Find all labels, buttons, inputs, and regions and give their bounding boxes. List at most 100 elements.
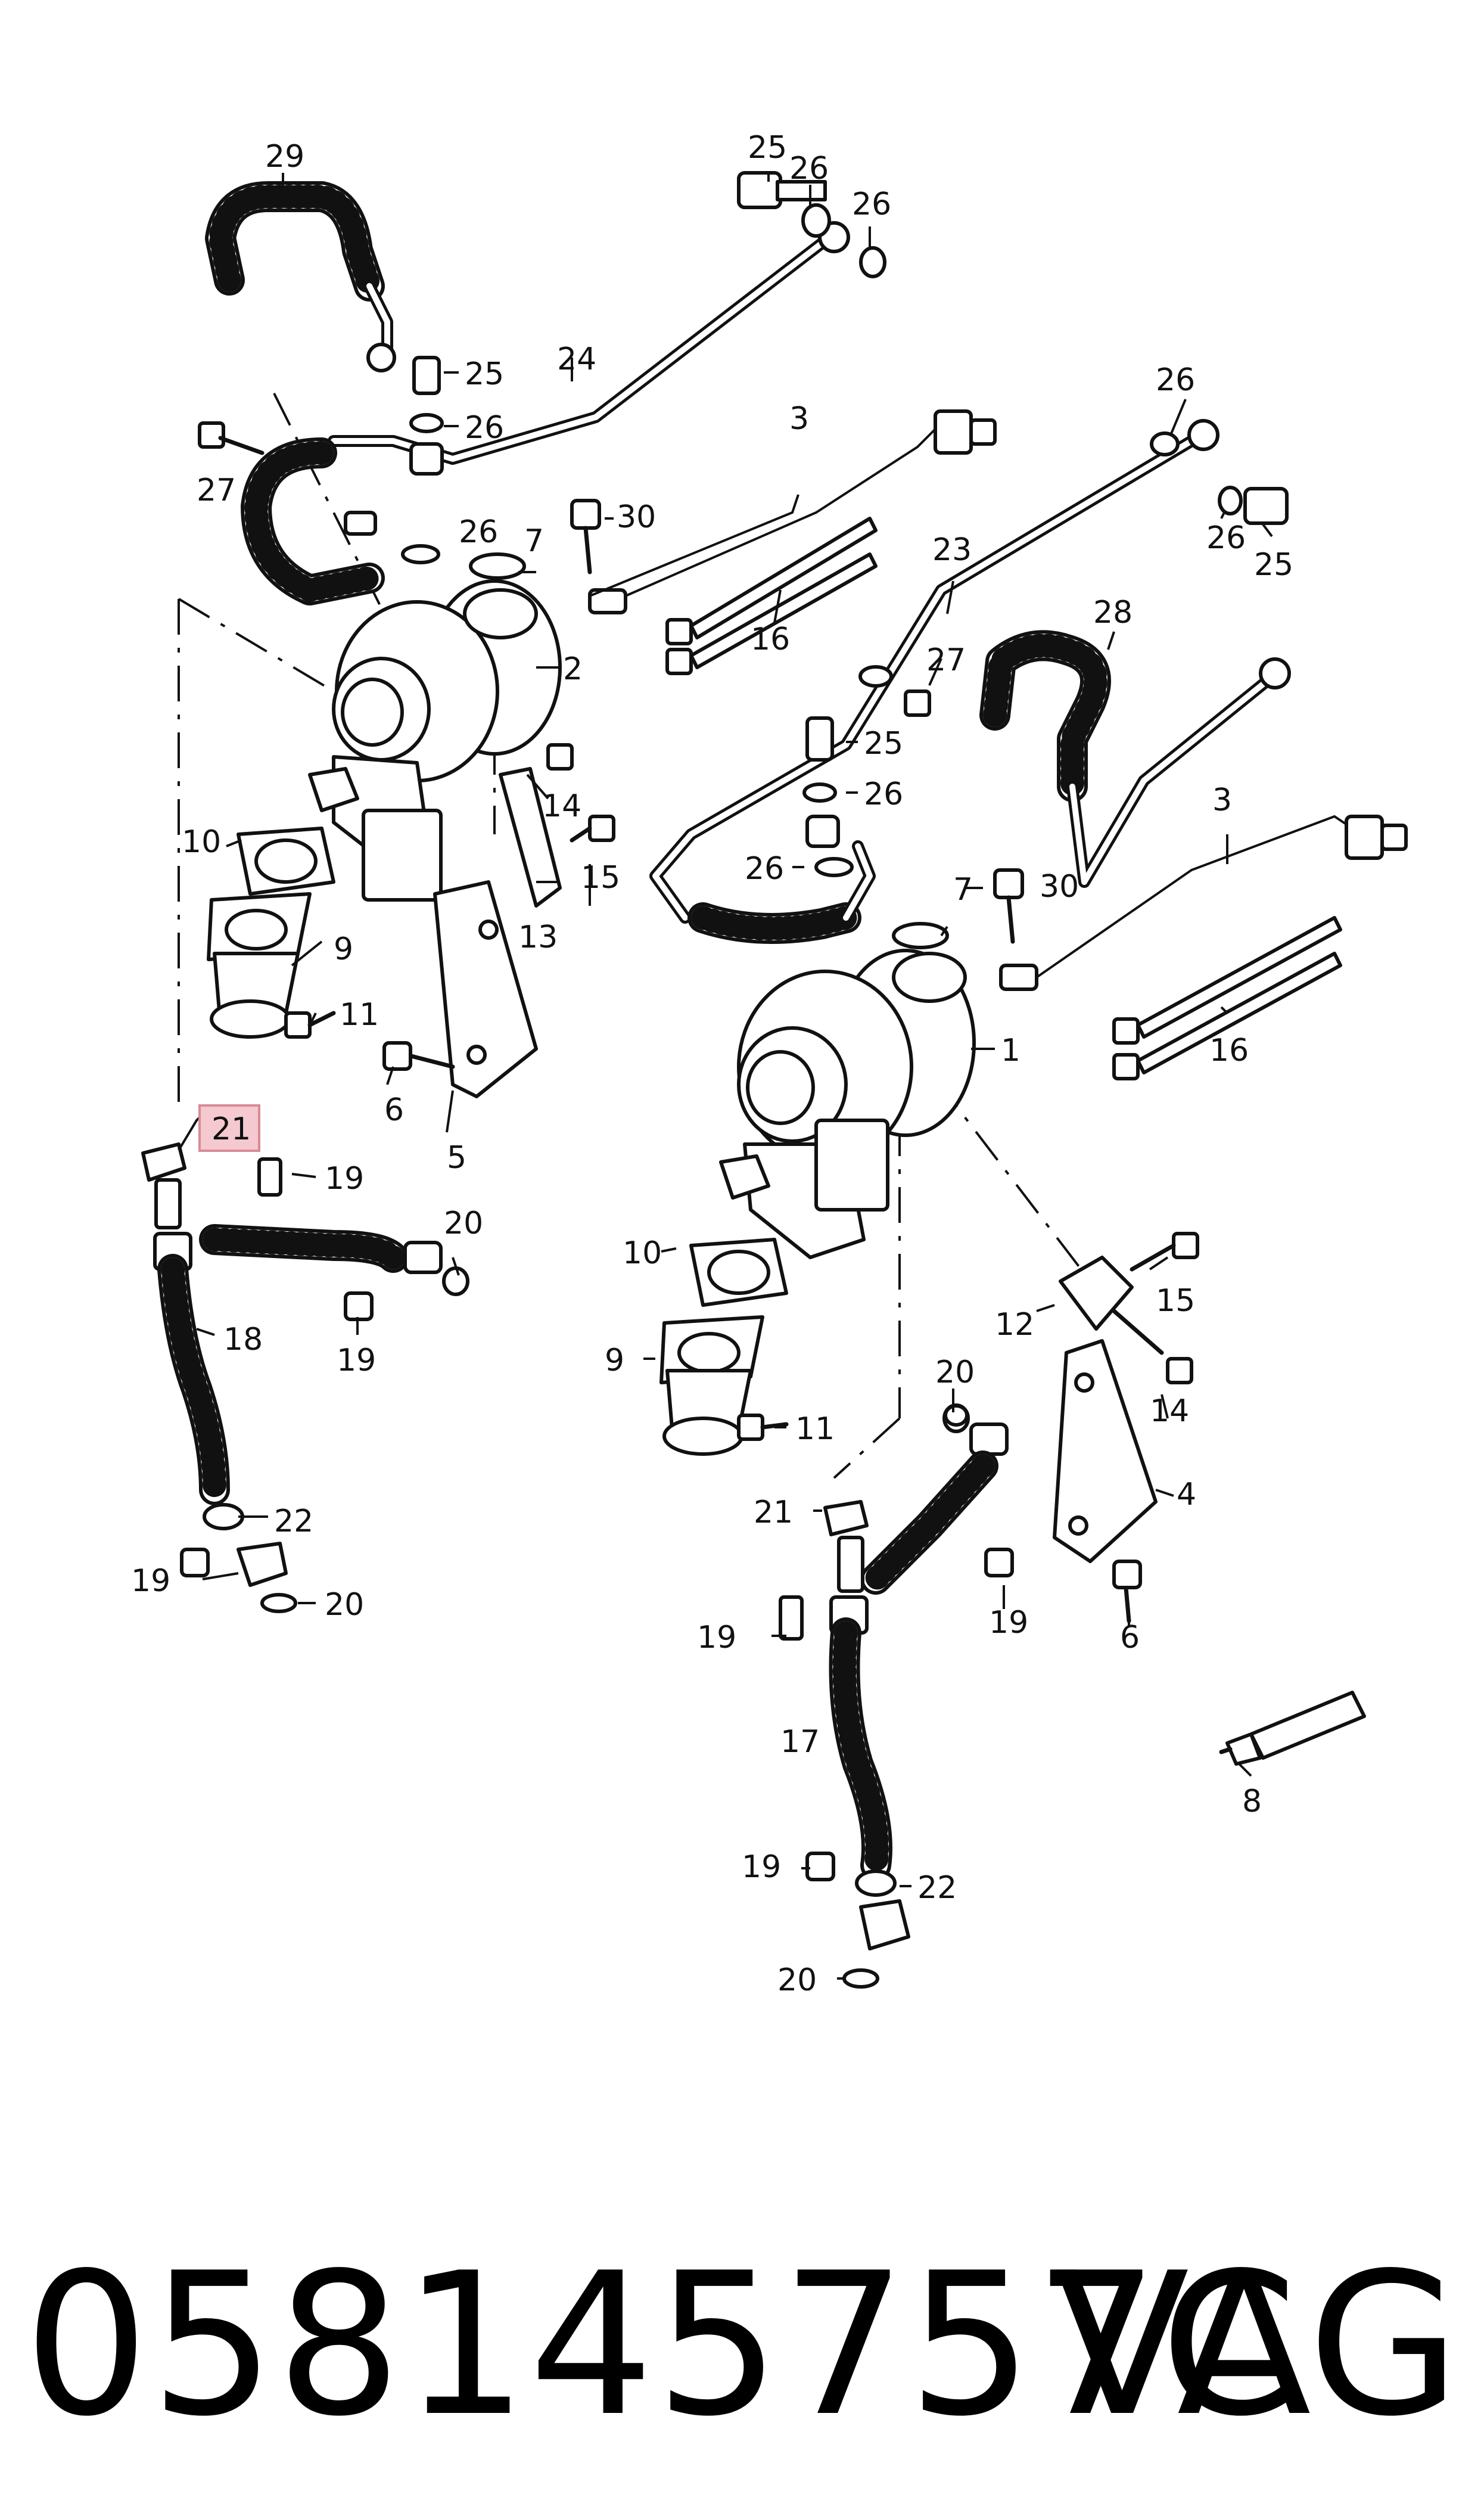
oil-return-hose-18-left	[141, 1142, 469, 1505]
cable-ties-16-left	[665, 517, 878, 675]
callout-29: 29	[265, 139, 304, 175]
callout-26: 26	[852, 187, 891, 222]
callout-27: 27	[197, 473, 236, 508]
callout-7: 7	[524, 523, 544, 559]
temperature-sensor-3-left	[588, 409, 997, 614]
oil-feed-hose-29	[205, 181, 396, 372]
exploded-parts-diagram: 29 25 26 26 24 25 26 27 26 7 30 3 16 2 1…	[131, 130, 1408, 1998]
callout-27: 27	[926, 642, 966, 678]
bolt-6-right	[1112, 1560, 1142, 1623]
gasket-10-right	[689, 1238, 788, 1307]
part-number: 058145757C	[24, 2231, 1299, 2459]
oil-return-hose-17-right	[823, 1403, 1009, 1881]
bracket-4-right	[1053, 1339, 1158, 1563]
callout-24: 24	[557, 341, 596, 377]
callout-7: 7	[953, 872, 973, 908]
callout-6: 6	[1120, 1620, 1140, 1655]
callout-25: 25	[1254, 547, 1293, 583]
callout-26: 26	[459, 514, 498, 550]
brand-label: VAG	[1054, 2231, 1460, 2459]
footer: 058145757C VAG	[0, 2205, 1484, 2485]
leader-lines	[178, 173, 1273, 1980]
callout-30: 30	[1040, 869, 1079, 905]
callout-14: 14	[1150, 1393, 1189, 1429]
oil-fitting-20-22-right	[842, 1404, 969, 1989]
gasket-10-left	[237, 827, 335, 896]
callout-labels: 29 25 26 26 24 25 26 27 26 7 30 3 16 2 1…	[131, 130, 1293, 1998]
callout-28: 28	[1093, 595, 1133, 630]
callout-11: 11	[795, 1411, 835, 1447]
banjo-bolt-25-top	[401, 171, 886, 564]
callout-10: 10	[623, 1235, 662, 1271]
callout-19: 19	[697, 1620, 736, 1655]
callout-25: 25	[748, 130, 787, 166]
callout-16: 16	[751, 622, 790, 657]
callout-20: 20	[444, 1206, 483, 1241]
callout-22: 22	[274, 1504, 313, 1539]
callout-12: 12	[995, 1307, 1034, 1343]
oil-fitting-20-22-left	[203, 1503, 297, 1613]
callout-20: 20	[325, 1587, 364, 1623]
callout-11: 11	[340, 997, 379, 1033]
oil-line-23	[649, 419, 1219, 944]
bolts-19-right	[779, 1548, 1014, 1881]
callout-22: 22	[917, 1870, 957, 1906]
callout-20: 20	[777, 1962, 817, 1998]
callout-20: 20	[935, 1355, 975, 1390]
callout-26: 26	[864, 776, 903, 812]
callout-6: 6	[384, 1092, 404, 1128]
callout-19: 19	[989, 1605, 1028, 1641]
callout-19: 19	[325, 1161, 364, 1197]
bolt-6-left	[382, 1041, 455, 1071]
callout-3: 3	[1212, 782, 1232, 818]
callout-19: 19	[337, 1343, 376, 1378]
temperature-sensor-3-right	[999, 815, 1408, 991]
callout-2: 2	[563, 651, 583, 687]
oil-line-24	[241, 221, 850, 605]
bracket-12-right	[1059, 1256, 1134, 1331]
callout-26: 26	[465, 410, 504, 446]
turbocharger-2	[308, 579, 562, 902]
sealant-tube-8	[1219, 1691, 1366, 1766]
bolts-14-15-left	[546, 743, 615, 843]
callout-9: 9	[334, 931, 353, 967]
callout-5: 5	[447, 1140, 466, 1176]
highlight-box-21	[198, 1104, 260, 1152]
oil-hose-28	[979, 630, 1291, 888]
callout-3: 3	[789, 401, 809, 437]
callout-8: 8	[1242, 1784, 1262, 1819]
o-ring-7-right	[892, 922, 949, 949]
callout-26: 26	[1206, 520, 1246, 556]
bolt-27-right	[858, 665, 931, 717]
callout-25: 25	[465, 356, 504, 392]
callout-26: 26	[745, 851, 784, 887]
callout-17: 17	[780, 1724, 820, 1760]
callout-26: 26	[789, 151, 829, 187]
callout-26: 26	[1156, 362, 1195, 398]
callout-21-highlighted: 21	[211, 1111, 251, 1147]
flange-9-right	[659, 1315, 764, 1456]
bracket-5-left	[433, 880, 538, 1098]
bolts-19-left	[180, 1157, 374, 1577]
callout-30: 30	[617, 499, 656, 535]
callout-14: 14	[542, 788, 581, 824]
callout-1: 1	[1001, 1033, 1021, 1069]
callout-9: 9	[605, 1343, 624, 1378]
bolt-30-left	[570, 499, 601, 574]
cable-ties-16-right	[1112, 916, 1342, 1080]
banjo-bolt-25-right	[802, 431, 1289, 877]
bolt-30-right	[993, 868, 1024, 944]
turbocharger-1	[719, 949, 976, 1259]
callout-25: 25	[864, 726, 903, 762]
callout-15: 15	[581, 860, 620, 896]
callout-13: 13	[518, 920, 558, 955]
callout-19: 19	[131, 1563, 170, 1599]
callout-4: 4	[1177, 1477, 1196, 1512]
callout-21: 21	[754, 1495, 793, 1530]
callout-15: 15	[1156, 1283, 1195, 1319]
bolts-14-15-right	[1112, 1232, 1199, 1384]
callout-10: 10	[182, 824, 221, 860]
bolt-11-right	[737, 1414, 789, 1441]
callout-16: 16	[1209, 1033, 1249, 1069]
callout-18: 18	[223, 1322, 263, 1358]
